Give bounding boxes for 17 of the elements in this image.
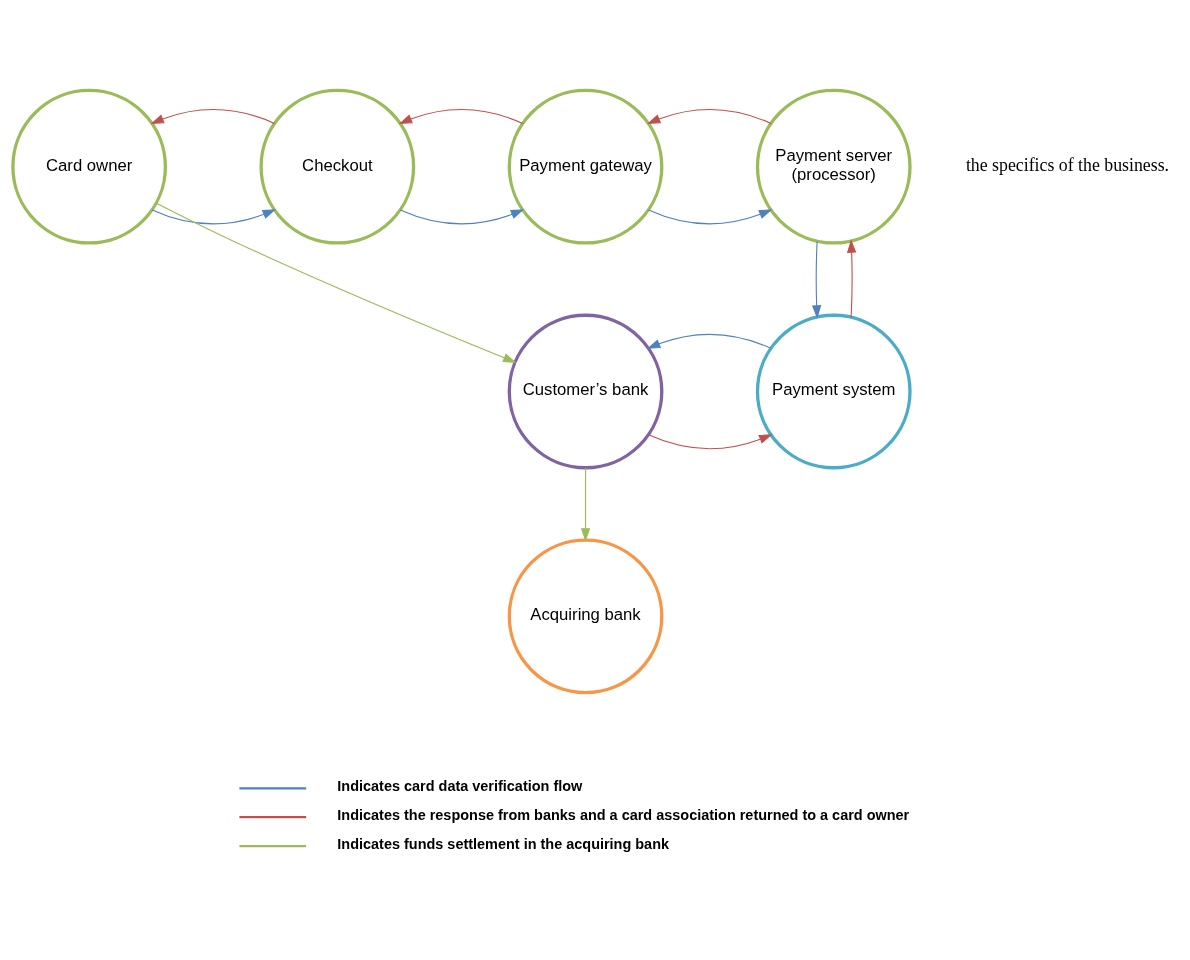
arrow	[399, 209, 525, 225]
arrow	[648, 209, 773, 225]
label: the specifics of the business.	[965, 154, 1170, 175]
node-circle: Acquiring bank	[507, 538, 664, 695]
legend-label: Indicates card data verification flow	[337, 777, 583, 794]
legend-label: Indicates the response from banks and a card association returned to a card owner	[337, 806, 910, 823]
arrow	[398, 109, 524, 124]
legend-label: Indicates funds settlement in the acquiring bank	[337, 835, 670, 852]
arrow	[647, 333, 772, 349]
arrow	[151, 209, 276, 225]
arrow	[648, 434, 773, 450]
arrow	[150, 109, 275, 124]
arrow	[580, 467, 591, 542]
arrow	[811, 240, 822, 319]
arrow	[647, 109, 772, 124]
arrow	[846, 239, 857, 318]
arrow	[155, 202, 517, 363]
